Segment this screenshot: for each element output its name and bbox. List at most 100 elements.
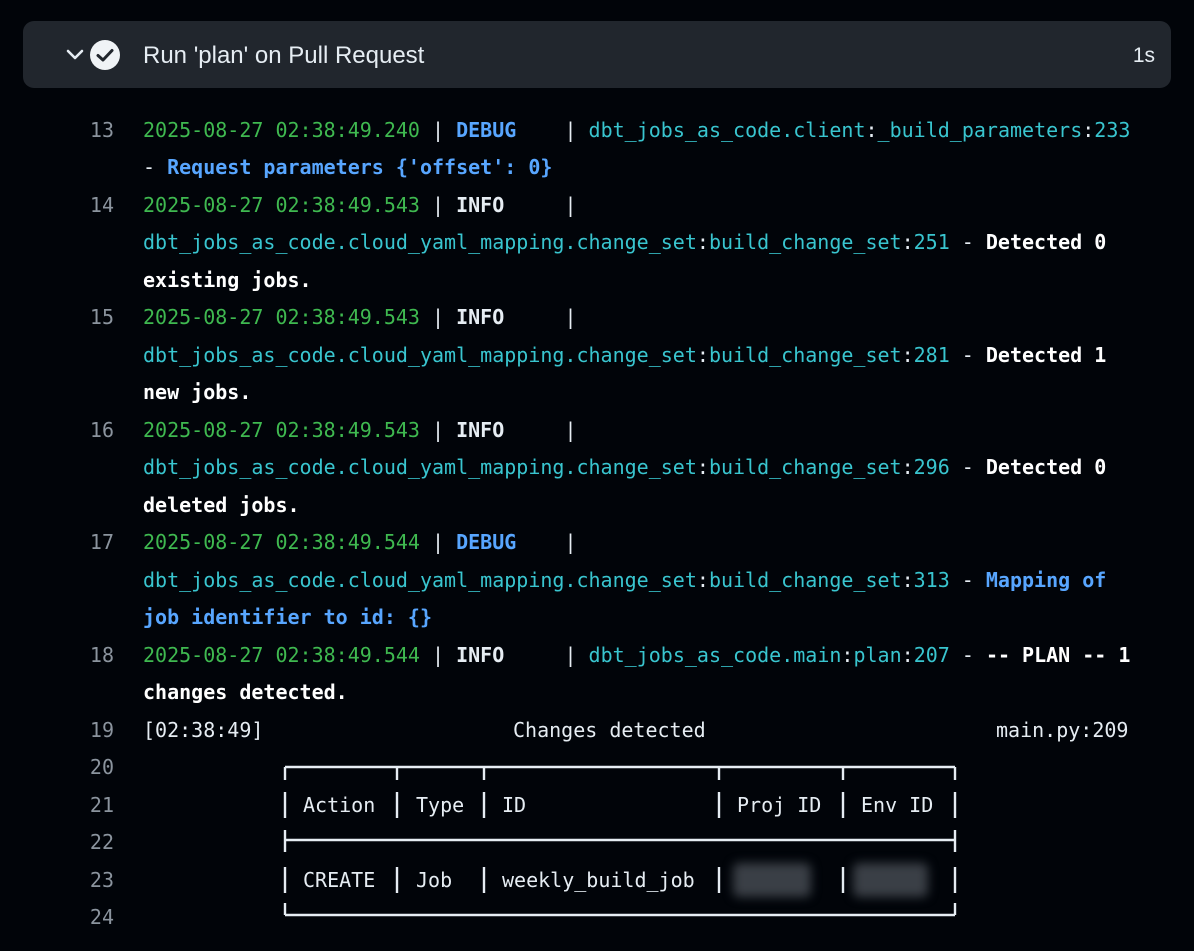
log-function: _build_parameters <box>877 118 1083 142</box>
log-module: dbt_jobs_as_code.client <box>588 118 866 142</box>
separator: : <box>696 455 709 479</box>
log-timestamp: 2025-08-27 02:38:49.543 <box>143 193 420 217</box>
log-module: dbt_jobs_as_code.main <box>588 643 842 667</box>
table-header-type: Type <box>416 793 465 817</box>
line-number[interactable]: 14 <box>89 193 114 217</box>
log-line-16-wrap: dbt_jobs_as_code.cloud_yaml_mapping.chan… <box>143 454 1106 480</box>
log-timestamp: 2025-08-27 02:38:49.240 <box>143 118 420 142</box>
separator: | <box>419 643 457 667</box>
log-line-17: 2025-08-27 02:38:49.544 | DEBUG | <box>143 529 577 555</box>
separator: | <box>516 530 577 554</box>
log-line-15-wrap: dbt_jobs_as_code.cloud_yaml_mapping.chan… <box>143 342 1106 368</box>
log-line-15-wrap2: new jobs. <box>143 379 251 405</box>
log-module: dbt_jobs_as_code.cloud_yaml_mapping.chan… <box>143 230 697 254</box>
log-module: dbt_jobs_as_code.cloud_yaml_mapping.chan… <box>143 568 697 592</box>
line-number[interactable]: 23 <box>89 868 114 892</box>
log-module: dbt_jobs_as_code.cloud_yaml_mapping.chan… <box>143 455 697 479</box>
log-lineno: 313 <box>913 568 950 592</box>
separator: : <box>696 568 709 592</box>
separator: : <box>901 568 914 592</box>
log-line-17-wrap: dbt_jobs_as_code.cloud_yaml_mapping.chan… <box>143 567 1106 593</box>
line-number[interactable]: 24 <box>89 905 114 929</box>
log-function: plan <box>853 643 902 667</box>
table-header-id: ID <box>502 793 527 817</box>
separator: : <box>696 343 709 367</box>
log-level: INFO <box>456 418 505 442</box>
table-header-env-id: Env ID <box>861 793 934 817</box>
separator: | <box>419 118 457 142</box>
log-level: INFO <box>456 643 505 667</box>
log-message: Request parameters {'offset': 0} <box>167 155 553 179</box>
redacted-env-id <box>853 863 928 897</box>
step-duration: 1s <box>1132 44 1155 67</box>
separator: - <box>949 343 986 367</box>
redacted-proj-id <box>733 863 811 897</box>
log-lineno: 251 <box>913 230 950 254</box>
rich-log-source: main.py:209 <box>996 718 1129 742</box>
table-cell-id: weekly_build_job <box>502 868 695 892</box>
line-number[interactable]: 15 <box>89 305 114 329</box>
log-timestamp: 2025-08-27 02:38:49.543 <box>143 418 420 442</box>
line-number[interactable]: 17 <box>89 530 114 554</box>
separator: : <box>901 230 914 254</box>
log-message: deleted jobs. <box>143 493 300 517</box>
separator: - <box>949 455 986 479</box>
log-message: Detected 0 <box>985 455 1107 479</box>
separator: - <box>949 643 986 667</box>
chevron-down-icon[interactable] <box>63 43 87 67</box>
log-timestamp: 2025-08-27 02:38:49.543 <box>143 305 420 329</box>
log-lineno: 207 <box>913 643 950 667</box>
log-message: Detected 1 <box>985 343 1107 367</box>
line-number[interactable]: 18 <box>89 643 114 667</box>
log-line-17-wrap2: job identifier to id: {} <box>143 604 432 630</box>
line-number[interactable]: 22 <box>89 830 114 854</box>
log-lineno: 281 <box>913 343 950 367</box>
separator: | <box>419 193 457 217</box>
log-message: existing jobs. <box>143 268 312 292</box>
log-level: INFO <box>456 305 505 329</box>
log-module: dbt_jobs_as_code.cloud_yaml_mapping.chan… <box>143 343 697 367</box>
separator: : <box>1082 118 1095 142</box>
log-message: -- PLAN -- 1 <box>985 643 1131 667</box>
table-header-action: Action <box>303 793 376 817</box>
log-message: Detected 0 <box>985 230 1107 254</box>
log-line-15: 2025-08-27 02:38:49.543 | INFO | <box>143 304 577 330</box>
separator: : <box>865 118 878 142</box>
separator: | <box>504 418 577 442</box>
separator: | <box>504 643 589 667</box>
separator: - <box>949 568 986 592</box>
line-number[interactable]: 13 <box>89 118 114 142</box>
log-line-16-wrap2: deleted jobs. <box>143 492 300 518</box>
log-message: new jobs. <box>143 380 252 404</box>
table-cell-type: Job <box>416 868 453 892</box>
log-line-14-wrap2: existing jobs. <box>143 267 312 293</box>
separator: | <box>504 193 577 217</box>
separator: | <box>516 118 589 142</box>
table-header-proj-id: Proj ID <box>737 793 822 817</box>
separator: | <box>419 530 457 554</box>
log-lineno: 233 <box>1094 118 1131 142</box>
separator: | <box>419 418 457 442</box>
step-header[interactable]: Run 'plan' on Pull Request 1s <box>23 21 1171 88</box>
log-line-13-wrap: - Request parameters {'offset': 0} <box>143 154 552 180</box>
line-number[interactable]: 21 <box>89 793 114 817</box>
log-lineno: 296 <box>913 455 950 479</box>
table-cell-action: CREATE <box>303 868 376 892</box>
log-line-18: 2025-08-27 02:38:49.544 | INFO | dbt_job… <box>143 642 1130 668</box>
line-number[interactable]: 16 <box>89 418 114 442</box>
log-function: build_change_set <box>708 455 902 479</box>
log-timestamp: 2025-08-27 02:38:49.544 <box>143 530 420 554</box>
line-number[interactable]: 20 <box>89 755 114 779</box>
log-function: build_change_set <box>708 568 902 592</box>
log-level: INFO <box>456 193 505 217</box>
rich-log-title: Changes detected <box>513 718 706 742</box>
separator: | <box>419 305 457 329</box>
separator: - <box>949 230 986 254</box>
log-message: changes detected. <box>143 680 348 704</box>
log-message: Mapping of <box>985 568 1107 592</box>
log-line-14: 2025-08-27 02:38:49.543 | INFO | <box>143 192 577 218</box>
separator: : <box>901 455 914 479</box>
line-number[interactable]: 19 <box>89 718 114 742</box>
log-function: build_change_set <box>708 343 902 367</box>
